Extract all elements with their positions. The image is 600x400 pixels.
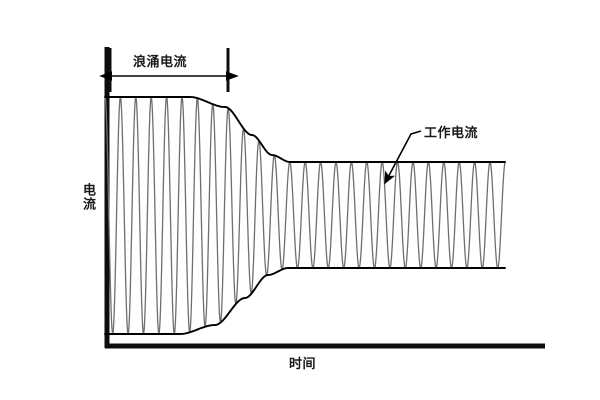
x-axis-label: 时间: [289, 357, 317, 372]
lower-envelope-path: [104, 267, 506, 335]
upper-envelope-path: [104, 96, 506, 163]
operating-current-label: 工作电流: [424, 126, 479, 141]
surge-current-label: 浪涌电流: [133, 55, 188, 70]
operating-current-leader: [384, 130, 422, 185]
y-axis-label: 电流: [80, 183, 95, 211]
